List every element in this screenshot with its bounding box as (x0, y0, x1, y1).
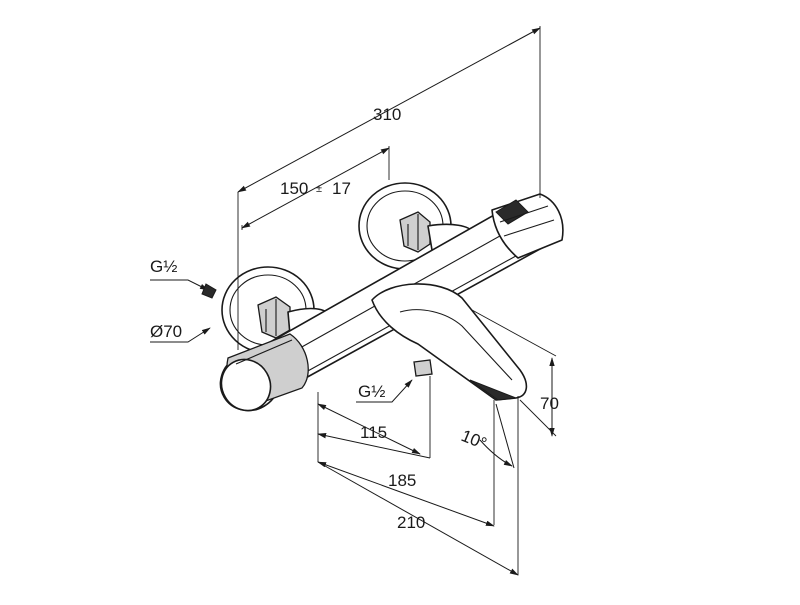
label-150-tolerance: 17 (332, 179, 351, 198)
dim-line-115 (317, 403, 421, 455)
label-rosette-diameter: Ø70 (150, 322, 182, 341)
label-thread-outlet: G½ (358, 382, 385, 401)
leader-thread-inlet (150, 279, 209, 291)
label-150-tolerance-sign: ± (316, 183, 322, 195)
label-310: 310 (373, 105, 401, 124)
back-nut (399, 211, 431, 253)
leader-thread-outlet (356, 379, 413, 403)
leaders (150, 279, 413, 403)
label-150: 150 (280, 179, 308, 198)
label-115: 115 (360, 423, 387, 442)
outlet-connector (413, 359, 433, 377)
label-210: 210 (397, 513, 425, 532)
label-70: 70 (540, 394, 559, 413)
dimension-labels: 310 150 ± 17 G½ Ø70 G½ 70 115 10° 185 21… (150, 105, 559, 532)
dim-line-185 (317, 461, 495, 527)
faucet-body (219, 182, 564, 412)
dimension-lines (237, 27, 555, 576)
dim-line-210 (317, 461, 519, 576)
label-thread-inlet: G½ (150, 257, 177, 276)
dim-line-150 (241, 147, 390, 229)
label-10-degrees: 10° (459, 426, 490, 453)
label-185: 185 (388, 471, 416, 490)
spout (371, 283, 528, 401)
leader-rosette-diameter (150, 327, 211, 343)
front-nut (257, 296, 291, 339)
dim-arc-10deg (479, 439, 513, 467)
